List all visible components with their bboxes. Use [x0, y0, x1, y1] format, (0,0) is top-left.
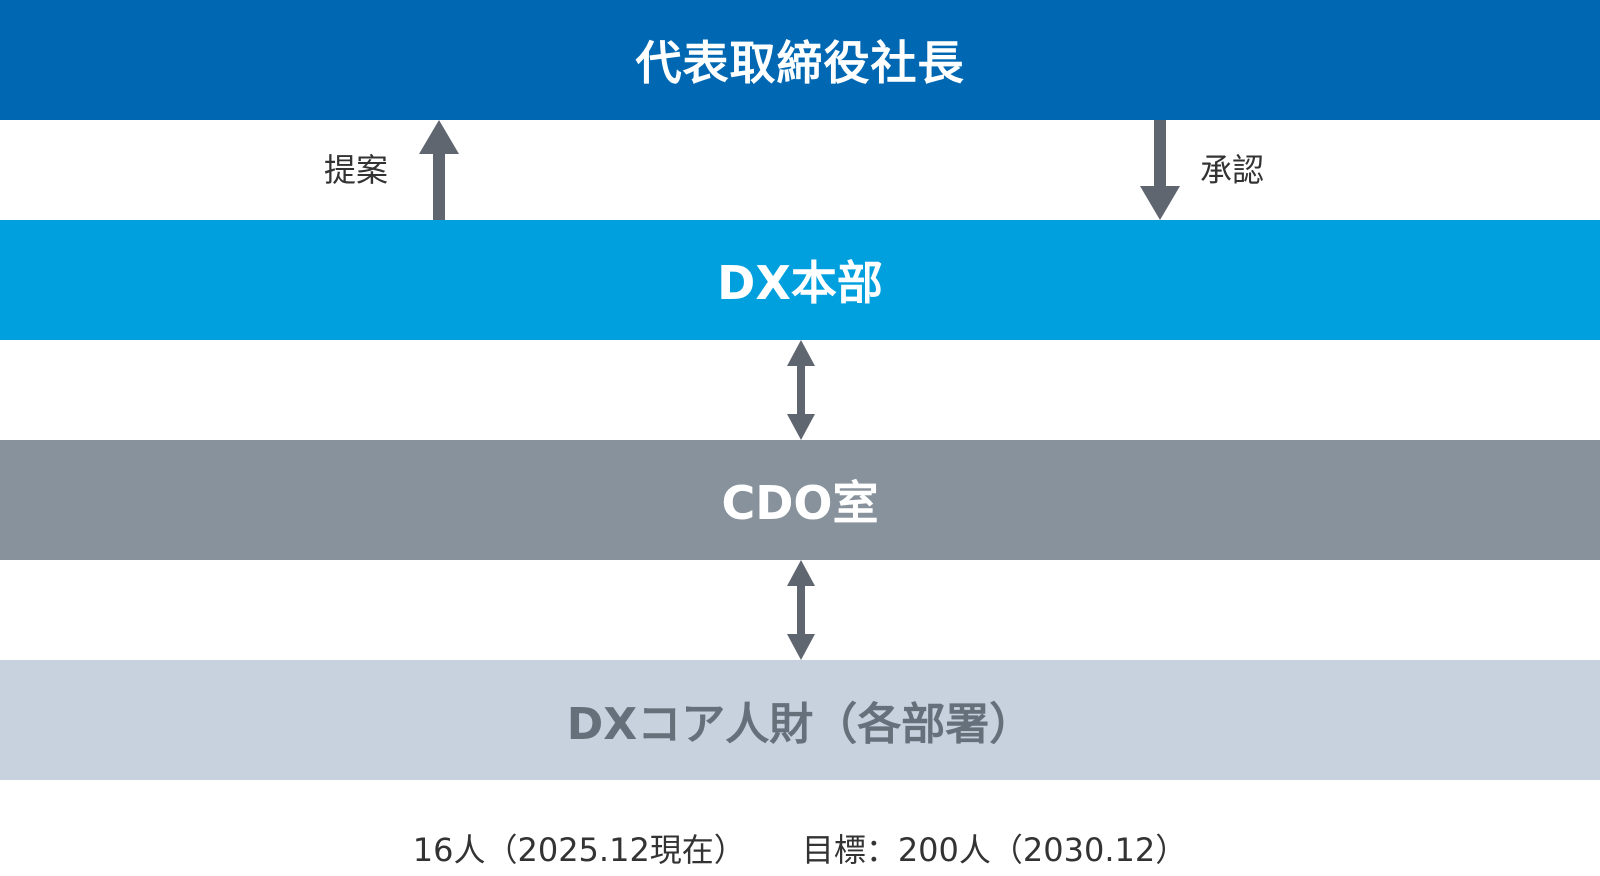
- dx-headquarters-box: DX本部: [0, 220, 1600, 340]
- dx-core-talent-label: DXコア人財（各部署）: [566, 699, 1034, 750]
- cdo-office-box: CDO室: [0, 440, 1600, 560]
- dx-headquarters-label: DX本部: [717, 256, 883, 310]
- cdo-office-label: CDO室: [721, 476, 879, 530]
- approve-arrow-down: [1140, 120, 1180, 220]
- dx-core-talent-box: DXコア人財（各部署）: [0, 660, 1600, 780]
- current-headcount: 16人（2025.12現在）: [412, 831, 746, 869]
- approve-label: 承認: [1200, 151, 1265, 189]
- president-box: 代表取締役社長: [0, 0, 1600, 120]
- bidirectional-arrow-cdo-core: [787, 560, 815, 660]
- bidirectional-arrow-dx-cdo: [787, 340, 815, 440]
- headcount-footer: 16人（2025.12現在） 目標：200人（2030.12）: [0, 830, 1600, 870]
- president-label: 代表取締役社長: [635, 36, 965, 90]
- target-headcount: 目標：200人（2030.12）: [801, 831, 1188, 869]
- propose-label: 提案: [324, 151, 389, 189]
- propose-arrow-up: [419, 120, 459, 220]
